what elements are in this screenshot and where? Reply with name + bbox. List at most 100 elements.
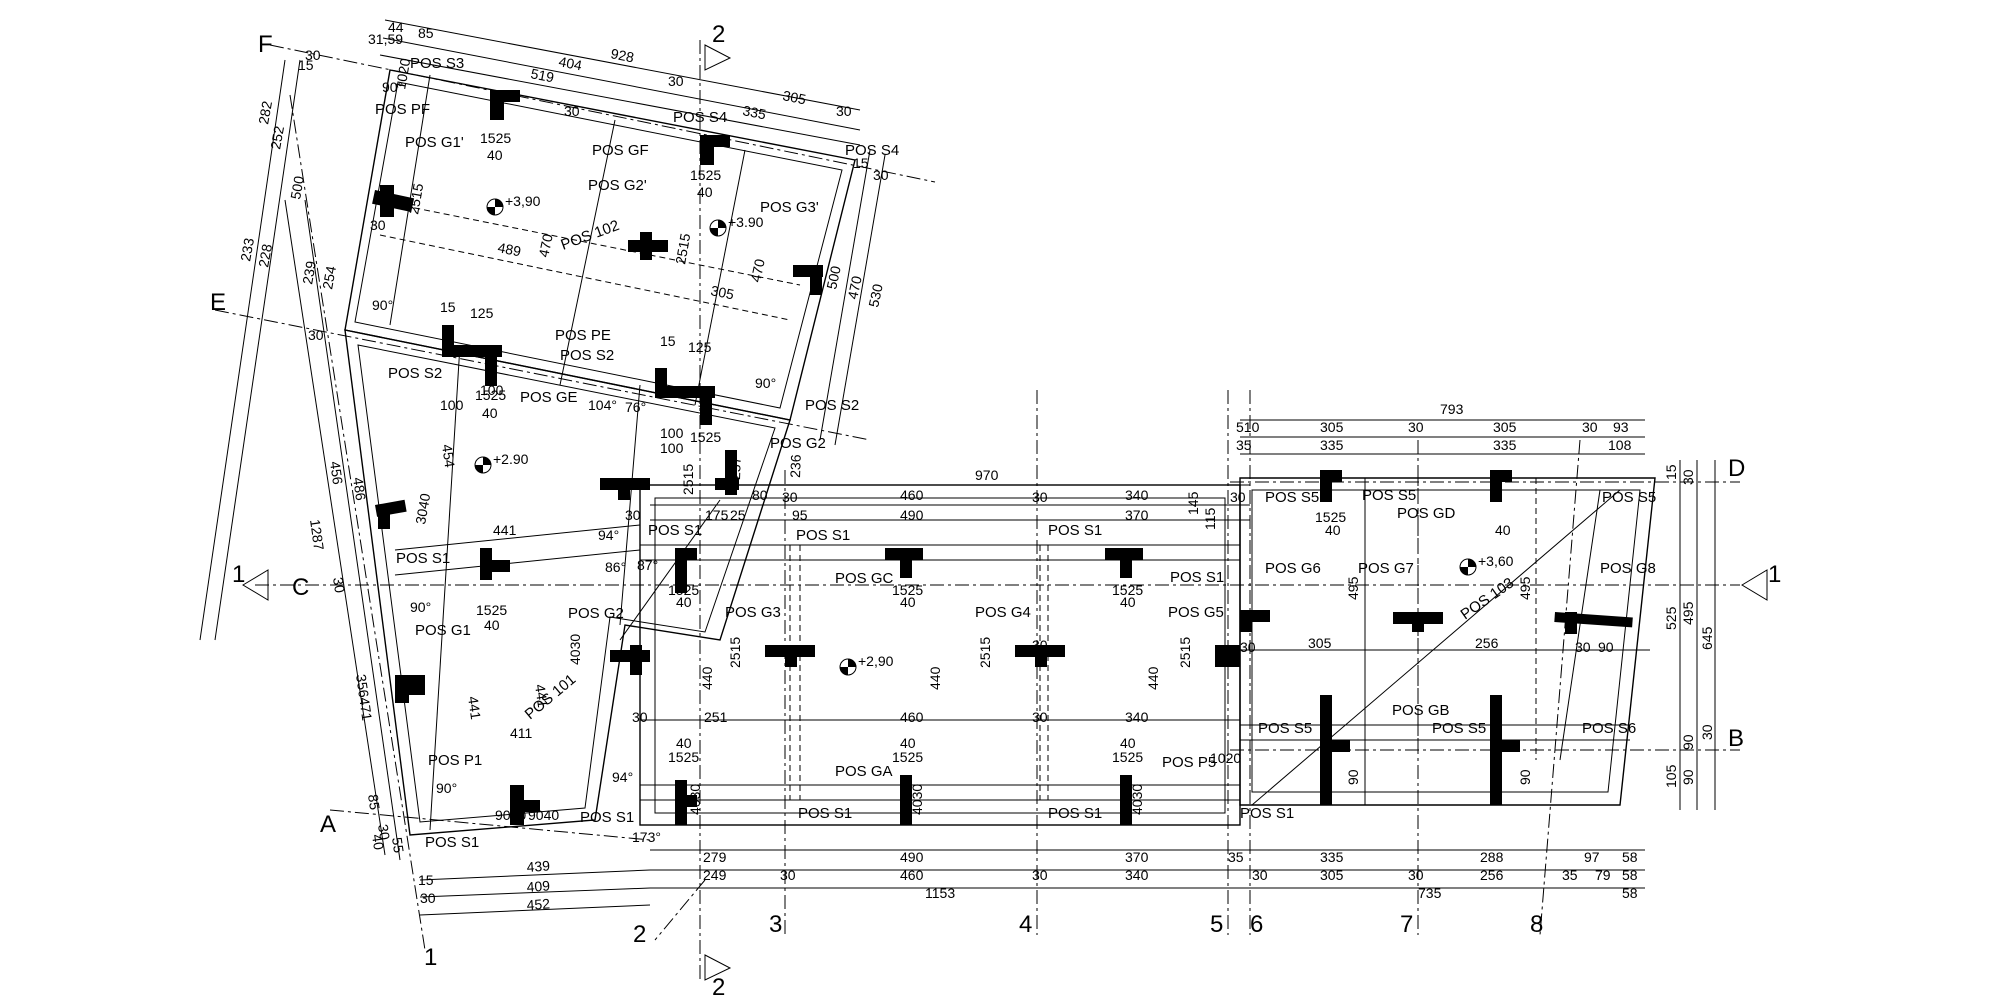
position-label: POS S1 — [1048, 805, 1102, 822]
column — [1240, 610, 1252, 632]
dimension-value: 30 — [308, 327, 324, 343]
dimension-value: 15 — [660, 333, 676, 349]
position-label: POS 102 — [559, 217, 622, 254]
dimension-value: 4030 — [909, 784, 925, 815]
dimension-value: 439 — [526, 857, 551, 875]
dimension-value: 30 — [1252, 867, 1268, 883]
axis-label-7: 7 — [1400, 911, 1413, 938]
level-mark: +3,60 — [1478, 553, 1514, 569]
dimension-value: 30 — [836, 103, 852, 119]
angle-labels: 90° 90° 104° 76° 90° 94° 86° 87° 94° 173… — [372, 79, 776, 845]
position-label: POS S1 — [396, 550, 450, 567]
dimension-value: 3040 — [412, 492, 433, 526]
dimension-value: 30 — [564, 103, 580, 119]
dimension-value: 441 — [465, 695, 484, 721]
dimension-value: 40 — [676, 735, 692, 751]
dimension-value: 495 — [1517, 576, 1533, 600]
dimension-value: 125 — [470, 305, 494, 321]
axis-label-e: E — [210, 289, 226, 316]
position-label: POS G2 — [568, 605, 624, 622]
dimension-value: 30 — [1240, 639, 1256, 655]
dimension-value: 335 — [741, 102, 767, 122]
dimension-value: 15 — [298, 57, 314, 73]
column — [1215, 645, 1240, 667]
dimension-value: 411 — [510, 725, 533, 741]
dimension-value: 40 — [1120, 594, 1136, 610]
axis-label-3: 3 — [769, 911, 782, 938]
dimension-value: 105 — [1663, 764, 1679, 788]
dimension-value: 40 — [900, 735, 916, 751]
dimension-value: 254 — [319, 265, 339, 291]
dimension-texts: 44 85 31,59 928 404 519 305 335 30 30 30… — [237, 19, 1715, 913]
dimension-value: 100 — [660, 425, 684, 441]
position-label: POS S1 — [1170, 569, 1224, 586]
position-label: POS S6 — [1582, 720, 1636, 737]
dimension-value: 1525 — [690, 429, 721, 445]
dimension-value: 239 — [299, 260, 319, 286]
column — [630, 645, 642, 675]
position-label: POS S1 — [1240, 805, 1294, 822]
dimension-value: 1525 — [668, 749, 699, 765]
position-label: POS S2 — [388, 365, 442, 382]
position-label: POS S1 — [425, 834, 479, 851]
position-label: POS GF — [592, 142, 649, 159]
column — [1565, 612, 1577, 634]
dimension-value: 510 — [1236, 419, 1260, 435]
dimension-value: 440 — [1145, 666, 1161, 690]
dimension-value: 1525 — [475, 387, 506, 403]
dimension-value: 85 — [365, 793, 383, 811]
dimension-value: 1020 — [392, 57, 413, 91]
position-label: POS S4 — [673, 109, 727, 126]
position-label: POS S4 — [845, 142, 899, 159]
column — [1490, 470, 1512, 482]
dimension-value: 1525 — [892, 582, 923, 598]
dimension-value: 1020 — [1210, 750, 1241, 766]
column — [1120, 775, 1132, 825]
dimension-value: 80 — [752, 487, 768, 503]
column — [810, 265, 822, 295]
dimension-value: 305 — [1308, 635, 1332, 651]
dimension-value: 1525 — [1112, 749, 1143, 765]
section-markers: 1 1 2 2 — [232, 21, 1781, 1000]
position-label: POS S5 — [1265, 489, 1319, 506]
axis-label-d: D — [1728, 455, 1745, 482]
dimension-value: 470 — [747, 257, 768, 283]
axis-label-4: 4 — [1019, 911, 1032, 938]
dimension-value: 288 — [1480, 849, 1504, 865]
dimension-value: 97 — [1584, 849, 1600, 865]
dimension-value: 500 — [823, 264, 844, 290]
dimension-value: 1525 — [1112, 582, 1143, 598]
dimension-value: 30 — [1699, 724, 1715, 740]
column — [675, 795, 697, 807]
dimension-lines — [199, 19, 1716, 916]
dimension-value: 40 — [1120, 735, 1136, 751]
position-label: POS S3 — [410, 55, 464, 72]
dimension-value: 356471 — [353, 673, 375, 722]
position-label: POS G8 — [1600, 560, 1656, 577]
angle-label: 173° — [632, 829, 661, 845]
dimension-value: 1525 — [668, 582, 699, 598]
column — [1320, 470, 1342, 482]
column — [1412, 612, 1424, 632]
position-label: POS GD — [1397, 505, 1456, 522]
dimension-value: 441 — [532, 683, 551, 709]
level-mark: +2,90 — [858, 653, 894, 669]
angle-label: 76° — [625, 399, 646, 415]
dimension-value: 228 — [255, 243, 275, 269]
section-2-bottom-label: 2 — [712, 974, 725, 1000]
dimension-value: 30 — [330, 576, 348, 594]
position-label: POS GC — [835, 570, 894, 587]
dimension-value: 441 — [493, 522, 517, 538]
dimension-value: 30 — [625, 507, 641, 523]
dimension-value: 404 — [557, 53, 583, 73]
position-label: POS S1 — [798, 805, 852, 822]
dimension-value: 30 — [1408, 867, 1424, 883]
dimension-value: 970 — [975, 467, 999, 483]
dimension-value: 495 — [1680, 601, 1696, 625]
dimension-value: 305 — [781, 87, 807, 107]
angle-label: 94° — [612, 769, 633, 785]
dimension-value: 55 — [389, 836, 407, 854]
dimension-value: 4030 — [1129, 784, 1145, 815]
axis-label-b: B — [1728, 725, 1744, 752]
columns — [372, 90, 1633, 825]
